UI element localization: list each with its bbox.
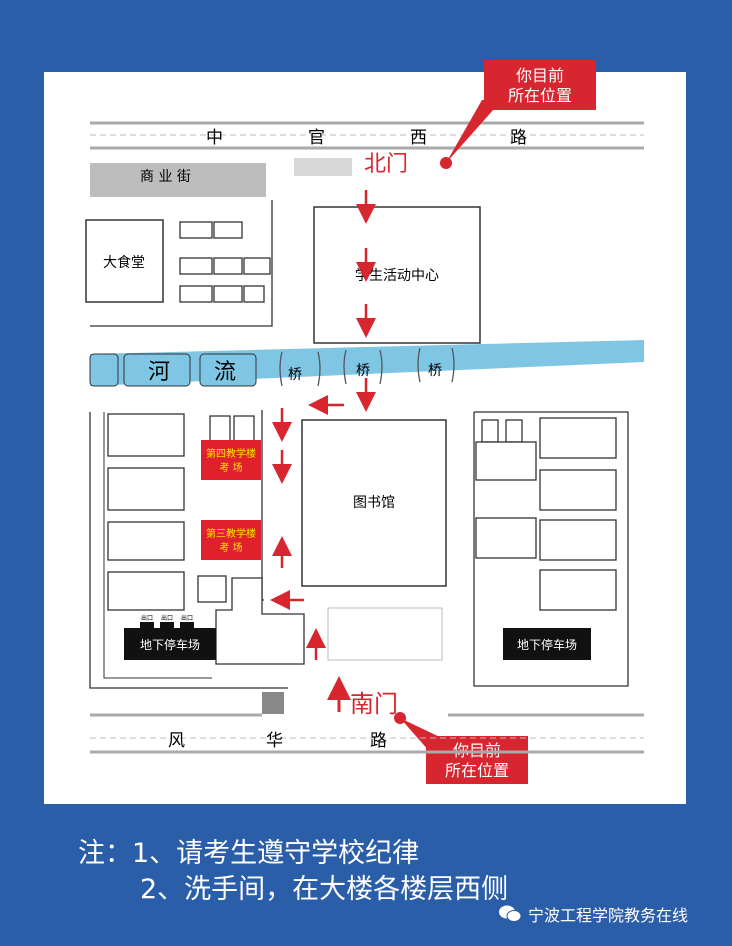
east-buildings	[475, 417, 617, 611]
gate-post-west	[262, 692, 284, 714]
south-callout-box	[426, 736, 528, 784]
south-road-char-2: 华	[266, 731, 283, 751]
south-road: 风 华 路	[90, 713, 644, 754]
note-line-2: 2、洗手间，在大楼各楼层西侧	[140, 874, 509, 905]
north-road-char-4: 路	[510, 128, 527, 148]
gray-block-north	[294, 158, 352, 176]
river-box-1	[89, 353, 119, 387]
bridge-label-3: 桥	[428, 363, 442, 379]
commercial-street-label: 商 业 街	[140, 169, 191, 185]
bridge-label-1: 桥	[288, 367, 302, 383]
south-gate-label: 南门	[350, 690, 398, 718]
south-callout-line2: 所在位置	[445, 761, 509, 780]
commercial-street-block	[90, 163, 266, 197]
bridges	[279, 347, 455, 387]
note-line-1: 注：1、请考生遵守学校纪律	[78, 838, 420, 869]
wechat-icon	[499, 905, 522, 922]
exam-building-4-name: 第四教学楼	[206, 447, 256, 460]
brand-watermark: 宁波工程学院教务在线	[498, 902, 688, 926]
brand-name: 宁波工程学院教务在线	[528, 906, 689, 925]
north-road-char-3: 西	[410, 128, 427, 148]
exam-annex	[197, 415, 255, 603]
south-plaza	[327, 607, 443, 661]
south-route-arrows	[270, 408, 326, 660]
exit-label-2: 出口	[161, 614, 173, 622]
river-box-3	[199, 353, 257, 387]
river-char-2: 流	[214, 360, 236, 385]
exam-notes: 注：1、请考生遵守学校纪律 2、洗手间，在大楼各楼层西侧	[78, 836, 508, 908]
exam-building-3-sub: 考 场	[219, 541, 242, 554]
exam-building-4-sub: 考 场	[219, 461, 242, 474]
north-road-char-1: 中	[206, 128, 223, 148]
north-callout-line2: 所在位置	[508, 86, 572, 105]
exam-building-4	[201, 440, 261, 480]
bridge-label-2: 桥	[356, 363, 370, 379]
south-west-building	[215, 577, 305, 665]
river-char-1: 河	[148, 360, 170, 385]
west-zone-outline	[89, 412, 288, 689]
north-route-arrows	[308, 190, 376, 415]
north-road-char-2: 官	[308, 128, 325, 148]
south-road-char-1: 风	[168, 731, 185, 751]
library-building	[301, 419, 447, 587]
library-label: 图书馆	[353, 495, 395, 511]
parking-west	[124, 628, 216, 660]
parking-west-label: 地下停车场	[140, 637, 200, 652]
parking-east-label: 地下停车场	[517, 637, 577, 652]
west-buildings	[107, 413, 185, 611]
student-center-building	[313, 206, 481, 344]
exit-label-3: 出口	[181, 614, 193, 622]
river-box-2	[123, 353, 191, 387]
north-callout-pointer	[446, 100, 502, 163]
parking-exits: 出口 出口 出口	[140, 614, 194, 628]
parking-east	[503, 628, 591, 660]
exam-building-outline	[261, 410, 264, 601]
north-callout-box	[484, 60, 596, 110]
north-west-block-outline	[90, 200, 273, 327]
north-gate-label: 北门	[364, 152, 408, 177]
south-road-char-3: 路	[370, 731, 387, 751]
small-buildings	[179, 221, 271, 303]
exam-building-3-name: 第三教学楼	[206, 527, 256, 540]
east-zone-outline	[473, 411, 629, 687]
student-center-label: 学生活动中心	[355, 268, 439, 284]
canteen-label: 大食堂	[103, 254, 145, 271]
west-inner-outline	[103, 412, 212, 679]
canteen-building	[85, 219, 164, 303]
exit-label-1: 出口	[141, 614, 153, 622]
exam-building-3	[201, 520, 261, 560]
north-callout-line1: 你目前	[516, 66, 564, 85]
north-road: 中 官 西 路	[90, 121, 644, 150]
